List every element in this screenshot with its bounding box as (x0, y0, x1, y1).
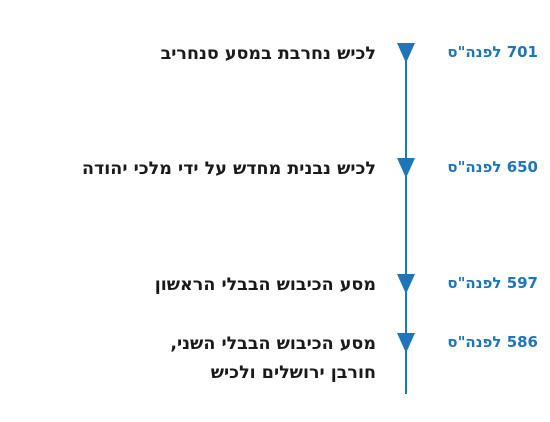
event-description: לכיש נבנית מחדש על ידי מלכי יהודה (6, 155, 376, 184)
triangle-down-icon (397, 43, 415, 63)
event-date: 650 לפנה"ס (447, 158, 538, 176)
timeline-event-650: 650 לפנה"ס לכיש נבנית מחדש על ידי מלכי י… (0, 155, 550, 185)
event-date: 586 לפנה"ס (447, 333, 538, 351)
timeline-axis-line (405, 52, 407, 394)
timeline-event-597: 597 לפנה"ס מסע הכיבוש הבבלי הראשון (0, 271, 550, 301)
timeline-event-586: 586 לפנה"ס מסע הכיבוש הבבלי השני, חורבן … (0, 330, 550, 383)
event-description: מסע הכיבוש הבבלי השני, חורבן ירושלים ולכ… (6, 330, 376, 388)
event-description-line: לכיש נבנית מחדש על ידי מלכי יהודה (81, 159, 376, 179)
triangle-down-icon (397, 158, 415, 178)
event-description-line: מסע הכיבוש הבבלי השני, (170, 334, 376, 354)
event-description-line: חורבן ירושלים ולכיש (210, 363, 376, 383)
event-date: 597 לפנה"ס (447, 274, 538, 292)
event-description: מסע הכיבוש הבבלי הראשון (6, 271, 376, 300)
triangle-down-icon (397, 333, 415, 353)
event-description-line: מסע הכיבוש הבבלי הראשון (154, 275, 376, 295)
triangle-down-icon (397, 274, 415, 294)
timeline-event-701: 701 לפנה"ס לכיש נחרבת במסע סנחריב (0, 40, 550, 70)
event-description: לכיש נחרבת במסע סנחריב (6, 40, 376, 69)
event-date: 701 לפנה"ס (447, 43, 538, 61)
event-description-line: לכיש נחרבת במסע סנחריב (160, 44, 376, 64)
